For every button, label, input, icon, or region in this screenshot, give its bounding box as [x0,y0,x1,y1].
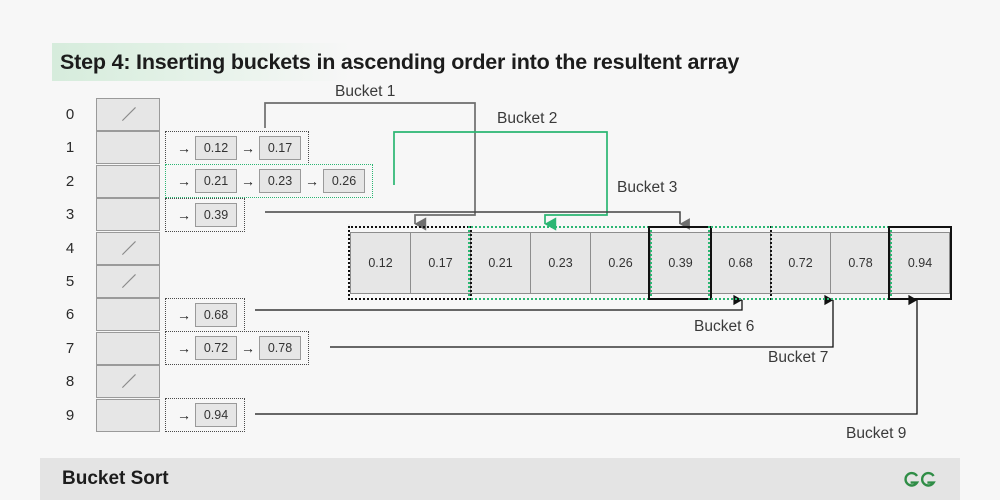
bucket-chain-2: →0.21→0.23→0.26 [165,164,373,199]
highlight-bucket-9 [888,226,952,300]
chain-node: 0.39 [195,202,237,227]
bucket-index-label-6: 6 [65,306,75,324]
bucket-slot-8 [96,365,160,399]
chain-arrow-icon: → [177,340,191,357]
chain-node: 0.23 [259,169,301,194]
array-cell-2: 0.21 [470,232,530,294]
chain-arrow-icon: → [177,173,191,190]
array-cell-0: 0.12 [350,232,410,294]
bucket-slot-6 [96,298,160,332]
chain-node: 0.78 [259,336,301,361]
bucket-index-label-0: 0 [65,106,75,123]
footer-bar: Bucket Sort [40,458,960,500]
highlight-bucket-1 [348,226,472,300]
bucket-slot-7 [96,331,160,365]
chain-node: 0.17 [259,135,301,160]
chain-arrow-icon: → [177,306,191,323]
chain-arrow-icon: → [177,407,191,424]
bucket-chain-6: →0.68 [165,297,245,332]
bucket-chain-7: →0.72→0.78 [165,331,309,366]
highlight-bucket-3 [648,226,712,300]
chain-arrow-icon: → [241,173,255,190]
array-cell-5: 0.39 [650,232,710,294]
chain-node: 0.94 [195,403,237,428]
bucket-chain-3: →0.39 [165,197,245,232]
bucket-index-label-3: 3 [65,206,75,224]
bucket-slot-5 [96,265,160,298]
array-cell-8: 0.78 [830,232,890,294]
bucket-index-label-4: 4 [65,239,75,257]
bucket-index-label-7: 7 [65,339,75,357]
bucket-slot-2 [96,164,160,198]
bucket-slot-3 [96,198,160,232]
chain-arrow-icon: → [305,173,319,190]
page-title: Step 4: Inserting buckets in ascending o… [60,49,740,74]
label-bucket-7: Bucket 7 [768,349,829,366]
highlight-bucket-7 [708,226,892,300]
title-highlight-band [52,43,350,81]
array-cell-1: 0.17 [410,232,470,294]
bucket-slot-1 [96,131,160,165]
bucket-chain-1: →0.12→0.17 [165,130,309,165]
footer-title: Bucket Sort [62,468,169,489]
highlight-bucket-2 [468,226,652,300]
chain-node: 0.21 [195,169,237,194]
bucket-index-label-2: 2 [65,172,75,190]
array-cell-7: 0.72 [770,232,830,294]
bucket-index-label-9: 9 [65,406,75,424]
chain-node: 0.12 [195,135,237,160]
label-bucket-2: Bucket 2 [497,110,558,127]
geeksforgeeks-logo-icon [902,468,938,490]
empty-slash-icon [121,274,136,289]
label-bucket-1: Bucket 1 [335,83,396,100]
chain-arrow-icon: → [241,139,255,156]
chain-node: 0.26 [323,169,365,194]
bucket-slot-0 [96,98,160,131]
chain-node: 0.72 [195,336,237,361]
empty-slash-icon [121,107,136,122]
empty-slash-icon [121,240,136,255]
chain-arrow-icon: → [241,340,255,357]
label-bucket-9: Bucket 9 [846,425,907,442]
array-cell-4: 0.26 [590,232,650,294]
bucket-index-label-8: 8 [65,373,75,391]
label-bucket-3: Bucket 3 [617,179,678,196]
label-bucket-6: Bucket 6 [694,318,755,335]
bucket-index-label-1: 1 [65,139,75,157]
bucket-index-label-5: 5 [65,273,75,290]
chain-node: 0.68 [195,302,237,327]
bucket-slot-9 [96,398,160,432]
array-cell-3: 0.23 [530,232,590,294]
empty-slash-icon [121,374,136,389]
chain-arrow-icon: → [177,139,191,156]
bucket-chain-9: →0.94 [165,398,245,433]
bucket-slot-4 [96,231,160,265]
chain-arrow-icon: → [177,206,191,223]
